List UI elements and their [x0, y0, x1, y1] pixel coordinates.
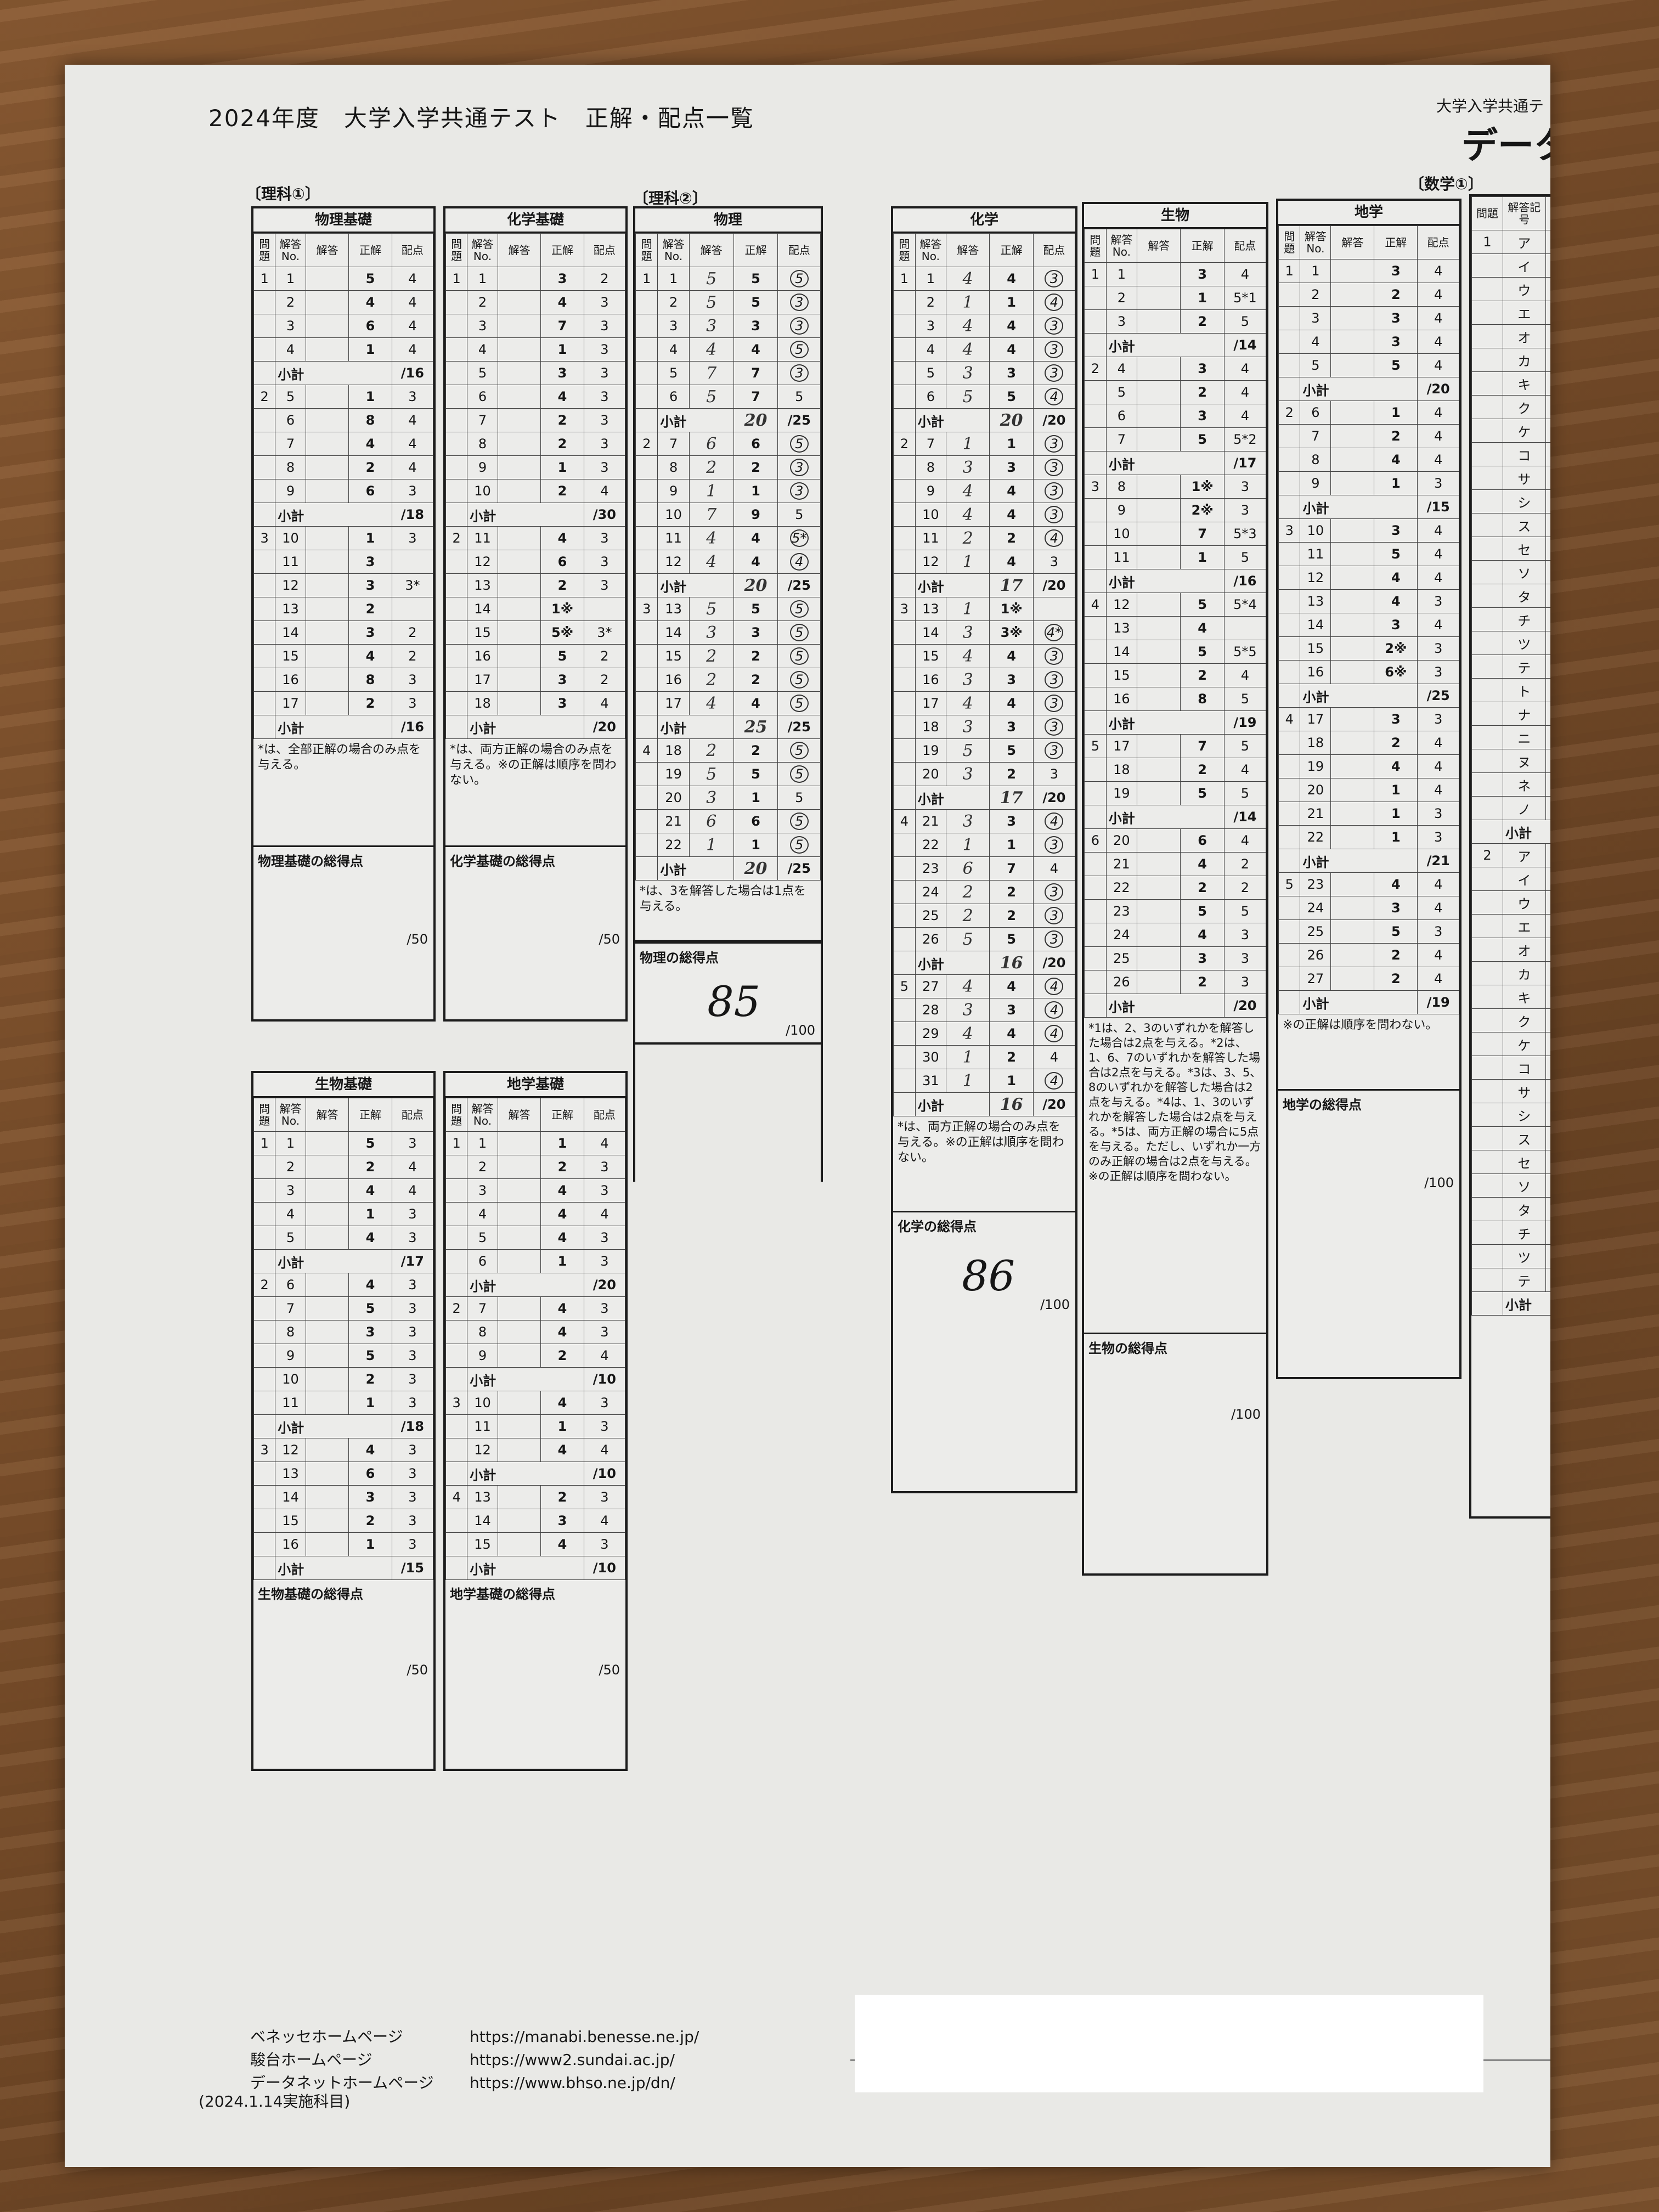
- brand-line-1: 大学入学共通テ: [1436, 97, 1544, 115]
- subject-title: 化学基礎: [445, 208, 625, 233]
- subject-title: 地学基礎: [445, 1073, 625, 1098]
- subject-title: 生物: [1084, 204, 1266, 229]
- subject-note: *は、両方正解の場合のみ点を与える。※の正解は順序を問わない。: [893, 1116, 1075, 1212]
- answer-sheet-paper: 2024年度 大学入学共通テスト 正解・配点一覧 大学入学共通テ データ 〔理科…: [65, 65, 1550, 2167]
- section-label-suugaku1: 〔数学①〕: [1409, 175, 1483, 193]
- subject-title: 地学: [1278, 201, 1459, 225]
- total-score-box: 生物基礎の総得点 /50: [258, 1587, 428, 1678]
- footer-url-datanet[interactable]: https://www.bhso.ne.jp/dn/: [470, 2074, 675, 2092]
- subject-note: *は、全部正解の場合のみ点を与える。: [253, 739, 433, 847]
- subject-note: ※の正解は順序を問わない。: [1278, 1014, 1459, 1091]
- handwritten-score: 85: [707, 977, 760, 1026]
- page-title: 2024年度 大学入学共通テスト 正解・配点一覧: [208, 105, 754, 132]
- total-score-box: 化学の総得点 86 /100: [898, 1219, 1070, 1312]
- subject-suugaku: 問題解答記号解答正解 1ア7 イ7 ウ3 エ− オ6 カ5 キ1 ク4 ケ2 コ…: [1469, 194, 1550, 1519]
- subject-title: 生物基礎: [253, 1073, 433, 1098]
- section-label-rika2: 〔理科②〕: [633, 189, 708, 207]
- footer-date: (2024.1.14実施科目): [199, 2092, 351, 2111]
- handwritten-score: 86: [962, 1251, 1015, 1300]
- total-score-box: 生物の総得点 /100: [1088, 1341, 1261, 1422]
- total-score-box: 地学の総得点 /100: [1283, 1097, 1454, 1190]
- brand-line-2: データ: [1462, 125, 1550, 167]
- answer-table: 問題解答記号解答正解 1ア7 イ7 ウ3 エ− オ6 カ5 キ1 ク4 ケ2 コ…: [1471, 196, 1550, 1316]
- subject-title: 化学: [893, 208, 1075, 233]
- footer-url-sundai[interactable]: https://www2.sundai.ac.jp/: [470, 2051, 675, 2069]
- footer-url-benesse[interactable]: https://manabi.benesse.ne.jp/: [470, 2028, 699, 2046]
- section-label-rika1: 〔理科①〕: [246, 185, 320, 203]
- total-score-box: 化学基礎の総得点 /50: [450, 854, 620, 947]
- total-score-box: 地学基礎の総得点 /50: [450, 1587, 620, 1678]
- subject-title: 物理: [635, 208, 821, 233]
- subject-note: *は、両方正解の場合のみ点を与える。※の正解は順序を問わない。: [445, 739, 625, 847]
- redaction-box: [855, 1995, 1483, 2092]
- total-score-box: 物理の総得点 85 /100: [633, 941, 823, 1045]
- subject-note: *は、3を解答した場合は1点を与える。: [635, 881, 821, 941]
- total-score-box: 物理基礎の総得点 /50: [258, 854, 428, 947]
- subject-title: 物理基礎: [253, 208, 433, 233]
- subject-note: *1は、2、3のいずれかを解答した場合は2点を与える。*2は、1、6、7のいずれ…: [1084, 1018, 1266, 1334]
